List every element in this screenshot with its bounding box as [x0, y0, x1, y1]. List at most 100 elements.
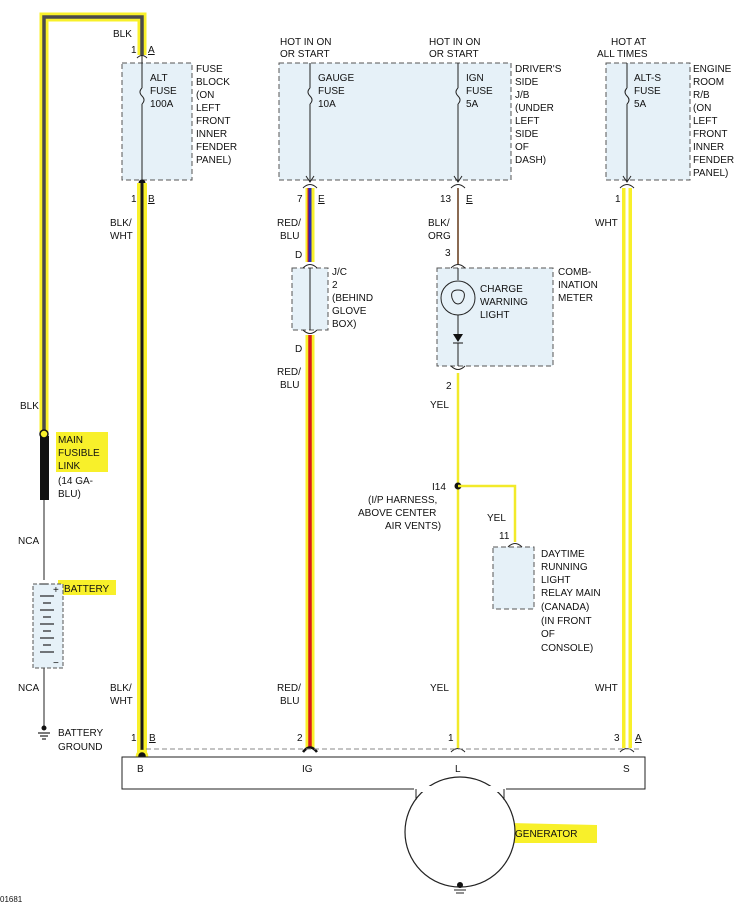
red-blu3-label-l1: RED/ — [277, 683, 301, 694]
blk-wht3-label-l2: WHT — [110, 696, 133, 707]
blk-wht-label-l2: WHT — [110, 231, 133, 242]
driver-jb-l2: SIDE — [515, 77, 539, 88]
gen-ig-pin: 2 — [297, 733, 303, 744]
drl-l4: RELAY MAIN — [541, 588, 601, 599]
drl-conn — [507, 543, 523, 548]
battery-ground-node — [41, 725, 47, 731]
engine-room-rb — [605, 62, 691, 181]
ign-fuse-icon — [455, 87, 461, 105]
figure-id: 01681 — [0, 895, 23, 902]
drl-l1: DAYTIME — [541, 549, 585, 560]
generator-terminal-block — [121, 756, 646, 790]
splice-l1: (I/P HARNESS, — [368, 495, 437, 506]
engine-rb-l1: ENGINE — [693, 64, 732, 75]
generator-label-highlight — [510, 823, 597, 843]
engine-rb-l9: PANEL) — [693, 168, 728, 179]
charge-light-l3: LIGHT — [480, 310, 509, 321]
alt-out-conn: B — [148, 194, 155, 205]
splice-l2: ABOVE CENTER — [358, 508, 436, 519]
drl-l7: OF — [541, 629, 555, 640]
meter-name-l3: METER — [558, 293, 593, 304]
drl-pin: 11 — [499, 531, 510, 542]
alts-fuse-name-l2: FUSE — [634, 86, 661, 97]
battery-ground-l2: GROUND — [58, 742, 102, 753]
gauge-fuse-name-l2: FUSE — [318, 86, 345, 97]
ign-out-conn: E — [466, 194, 473, 205]
red-blu-conn-top — [302, 184, 318, 189]
alt-fuse-icon — [139, 87, 145, 105]
gen-ig-conn — [302, 746, 318, 753]
fusible-link-l4: (14 GA- — [58, 476, 93, 487]
gen-term-ig: IG — [302, 764, 313, 775]
jc-conn-bot — [302, 329, 318, 334]
drl-l2: RUNNING — [541, 562, 588, 573]
gen-term-l: L — [455, 764, 461, 775]
ign-out-pin: 13 — [440, 194, 452, 205]
diode-icon — [453, 334, 463, 342]
splice-id: I14 — [432, 482, 446, 493]
charge-warning-filament — [451, 289, 465, 305]
charge-light-l2: WARNING — [480, 297, 528, 308]
header-hot-on-start-2-l2: OR START — [429, 49, 479, 60]
fuse-block-l8: PANEL) — [196, 155, 231, 166]
ign-fuse-arrow — [453, 175, 463, 183]
gauge-out-pin: 7 — [297, 194, 303, 205]
fusible-link-node — [39, 429, 49, 439]
battery-plus: + — [53, 585, 59, 596]
ign-fuse-rating: 5A — [466, 99, 479, 110]
jc-l1: J/C — [332, 267, 347, 278]
blk-mid-label: BLK — [20, 401, 39, 412]
jc-l5: BOX) — [332, 319, 356, 330]
meter-name-l1: COMB- — [558, 267, 591, 278]
gen-s-pin: 3 — [614, 733, 620, 744]
gauge-fuse-rating: 10A — [318, 99, 336, 110]
engine-rb-l6: FRONT — [693, 129, 727, 140]
jc-l4: GLOVE — [332, 306, 367, 317]
red-blu-label-l2: BLU — [280, 231, 299, 242]
meter-conn-top — [450, 264, 466, 269]
alts-fuse-icon — [624, 87, 630, 105]
fusible-link-l3: LINK — [58, 461, 81, 472]
driver-side-jb — [278, 62, 512, 181]
driver-jb-l4: (UNDER — [515, 103, 554, 114]
jc-l3: (BEHIND — [332, 293, 373, 304]
fusible-link-l1: MAIN — [58, 435, 83, 446]
fuse-block-alt — [121, 62, 193, 181]
drl-l3: LIGHT — [541, 575, 570, 586]
red-blu2-label-l2: BLU — [280, 380, 299, 391]
nca-label-2: NCA — [18, 683, 39, 694]
fusible-link-label-highlight — [56, 432, 108, 472]
drl-l5: (CANADA) — [541, 602, 589, 613]
fuse-block-l3: (ON — [196, 90, 214, 101]
generator-ground-icon — [454, 889, 466, 894]
blk-org-label-l2: ORG — [428, 231, 451, 242]
header-hot-on-start-1-l1: HOT IN ON — [280, 37, 331, 48]
meter-pin-in: 3 — [445, 248, 451, 259]
driver-jb-l7: OF — [515, 142, 529, 153]
battery-label-highlight — [58, 580, 116, 595]
fusible-link-l5: BLU) — [58, 489, 81, 500]
fuse-block-l1: FUSE — [196, 64, 223, 75]
engine-rb-l7: INNER — [693, 142, 724, 153]
fuse-block-l6: INNER — [196, 129, 227, 140]
driver-jb-l8: DASH) — [515, 155, 546, 166]
engine-rb-l5: LEFT — [693, 116, 717, 127]
gauge-fuse-icon — [307, 87, 313, 105]
alt-fuse-top-conn — [136, 55, 148, 59]
wht2-label: WHT — [595, 683, 618, 694]
drl-l8: CONSOLE) — [541, 643, 593, 654]
header-hot-all-l1: HOT AT — [611, 37, 646, 48]
gauge-fuse-arrow — [305, 175, 315, 183]
blk-wire — [42, 15, 144, 432]
alt-out-pin: 1 — [131, 194, 137, 205]
blk-wht-label-l1: BLK/ — [110, 218, 132, 229]
alt-in-pin: 1 — [131, 45, 137, 56]
generator-icon — [404, 776, 516, 888]
alt-fuse-name-l1: ALT — [150, 73, 168, 84]
red-blu3-label-l2: BLU — [280, 696, 299, 707]
meter-pin-out: 2 — [446, 381, 452, 392]
wht-label: WHT — [595, 218, 618, 229]
blk-org-conn-top — [450, 184, 466, 189]
jc-l2: 2 — [332, 280, 338, 291]
